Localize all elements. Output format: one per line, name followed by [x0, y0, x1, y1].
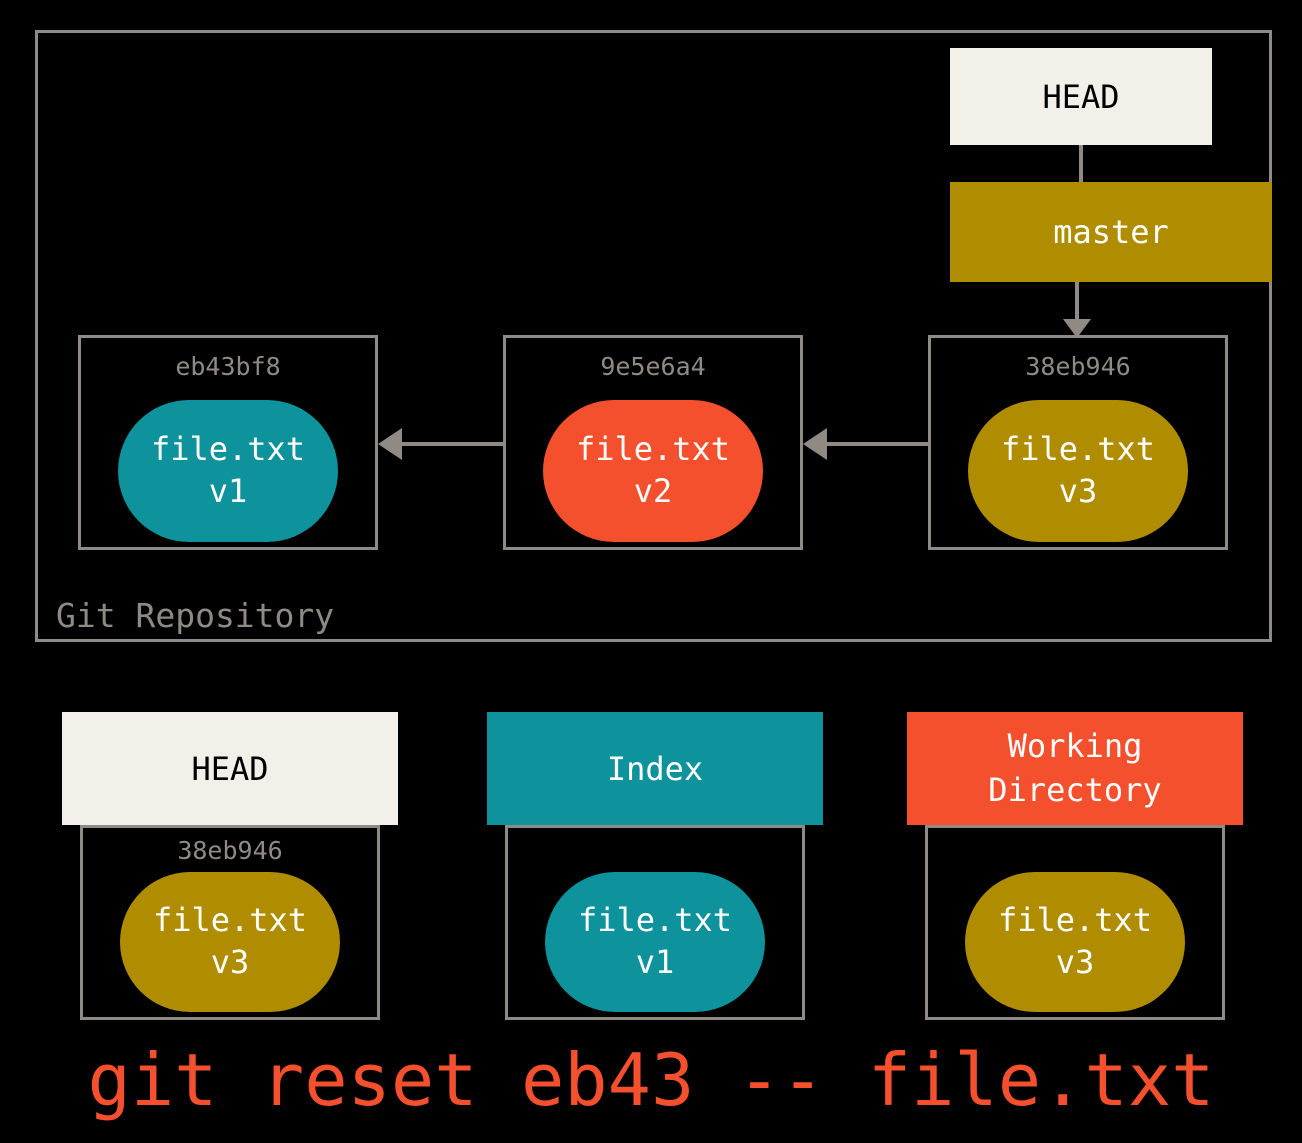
index-area-header: Index: [487, 712, 823, 825]
working-directory-area-box: file.txt v3: [925, 825, 1225, 1020]
master-to-commit-line: [1075, 282, 1079, 322]
head-area-box: 38eb946 file.txt v3: [80, 825, 380, 1020]
commit-hash: 9e5e6a4: [600, 352, 706, 381]
commit-hash: eb43bf8: [175, 352, 281, 381]
commit-box-eb43bf8: eb43bf8 file.txt v1: [78, 335, 378, 550]
file-version-pill: file.txt v3: [120, 872, 340, 1012]
file-name: file.txt: [577, 901, 733, 940]
file-version-pill: file.txt v1: [545, 872, 765, 1012]
index-area-box: file.txt v1: [505, 825, 805, 1020]
commit-box-9e5e6a4: 9e5e6a4 file.txt v2: [503, 335, 803, 550]
git-repository-box: Git Repository: [35, 30, 1272, 642]
master-to-commit-arrowhead-icon: [1063, 319, 1091, 338]
commit2-to-commit1-arrowhead-icon: [378, 428, 402, 460]
file-name: file.txt: [1000, 430, 1156, 469]
index-area-title: Index: [606, 749, 704, 788]
file-version: v3: [210, 943, 250, 981]
file-version: v1: [635, 943, 675, 981]
file-name: file.txt: [997, 901, 1153, 940]
file-version: v3: [1058, 472, 1098, 510]
head-pointer-label: HEAD: [1042, 77, 1120, 116]
file-name: file.txt: [152, 901, 308, 940]
commit3-to-commit2-arrowhead-icon: [803, 428, 827, 460]
head-area-header: HEAD: [62, 712, 398, 825]
commit-box-38eb946: 38eb946 file.txt v3: [928, 335, 1228, 550]
head-to-master-line: [1079, 145, 1083, 182]
git-repository-label: Git Repository: [56, 596, 335, 635]
file-version-pill: file.txt v1: [118, 400, 338, 542]
file-version-pill: file.txt v3: [965, 872, 1185, 1012]
master-branch-label: master: [1053, 213, 1169, 251]
working-directory-area-title: Working Directory: [988, 727, 1162, 809]
file-version: v3: [1055, 943, 1095, 981]
commit-hash: 38eb946: [1025, 352, 1131, 381]
head-area-hash: 38eb946: [177, 836, 283, 865]
file-version-pill: file.txt v2: [543, 400, 763, 542]
commit2-to-commit1-line: [400, 442, 503, 446]
file-name: file.txt: [575, 430, 731, 469]
commit3-to-commit2-line: [825, 442, 928, 446]
file-version: v1: [208, 472, 248, 510]
master-branch-box: master: [950, 182, 1272, 282]
command-text: git reset eb43 -- file.txt: [87, 1038, 1215, 1122]
file-version: v2: [633, 472, 673, 510]
head-area-title: HEAD: [191, 749, 269, 788]
file-name: file.txt: [150, 430, 306, 469]
head-pointer-box: HEAD: [950, 48, 1212, 145]
working-directory-area-header: Working Directory: [907, 712, 1243, 825]
file-version-pill: file.txt v3: [968, 400, 1188, 542]
